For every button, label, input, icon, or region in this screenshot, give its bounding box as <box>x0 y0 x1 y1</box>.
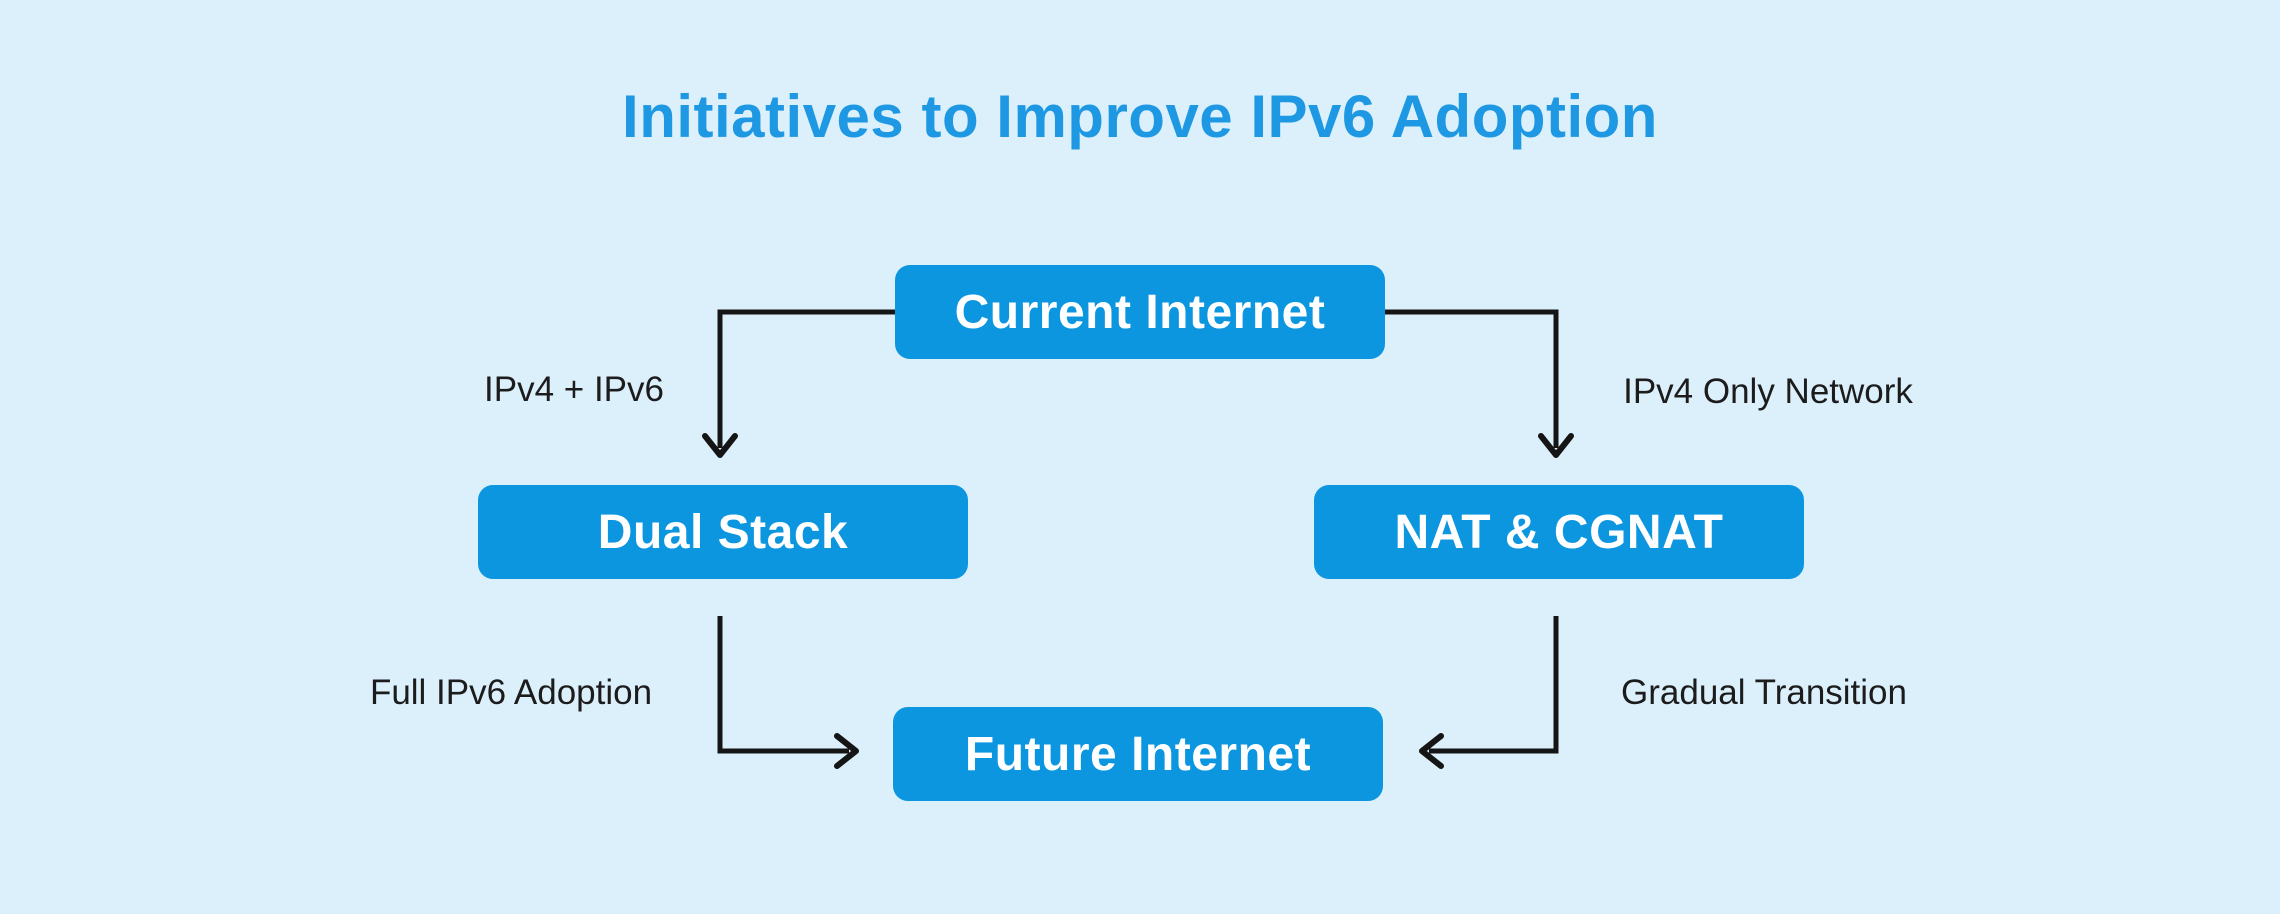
arrow-dual-to-future <box>717 616 859 769</box>
edge-label-gradual-transition: Gradual Transition <box>1621 673 1907 712</box>
node-nat-cgnat: NAT & CGNAT <box>1314 485 1804 579</box>
edge-label-ipv4-plus-ipv6: IPv4 + IPv6 <box>484 370 664 409</box>
edge-label-ipv4-only-network: IPv4 Only Network <box>1623 372 1913 411</box>
arrow-line <box>1385 309 1559 448</box>
diagram-title: Initiatives to Improve IPv6 Adoption <box>622 83 1658 150</box>
arrowhead-down-icon <box>702 433 738 458</box>
arrow-line <box>717 309 895 448</box>
arrowhead-right-icon <box>834 733 859 769</box>
edge-label-full-ipv6-adoption: Full IPv6 Adoption <box>369 673 653 712</box>
arrow-line <box>1429 616 1559 754</box>
arrow-current-to-dual <box>702 309 895 458</box>
arrow-nat-to-future <box>1419 616 1559 769</box>
arrowhead-left-icon <box>1419 733 1444 769</box>
node-current-internet: Current Internet <box>895 265 1385 359</box>
node-future-internet: Future Internet <box>893 707 1383 801</box>
arrowhead-down-icon <box>1538 433 1574 458</box>
arrow-current-to-nat <box>1385 309 1574 458</box>
node-dual-stack: Dual Stack <box>478 485 968 579</box>
arrow-line <box>717 616 849 754</box>
